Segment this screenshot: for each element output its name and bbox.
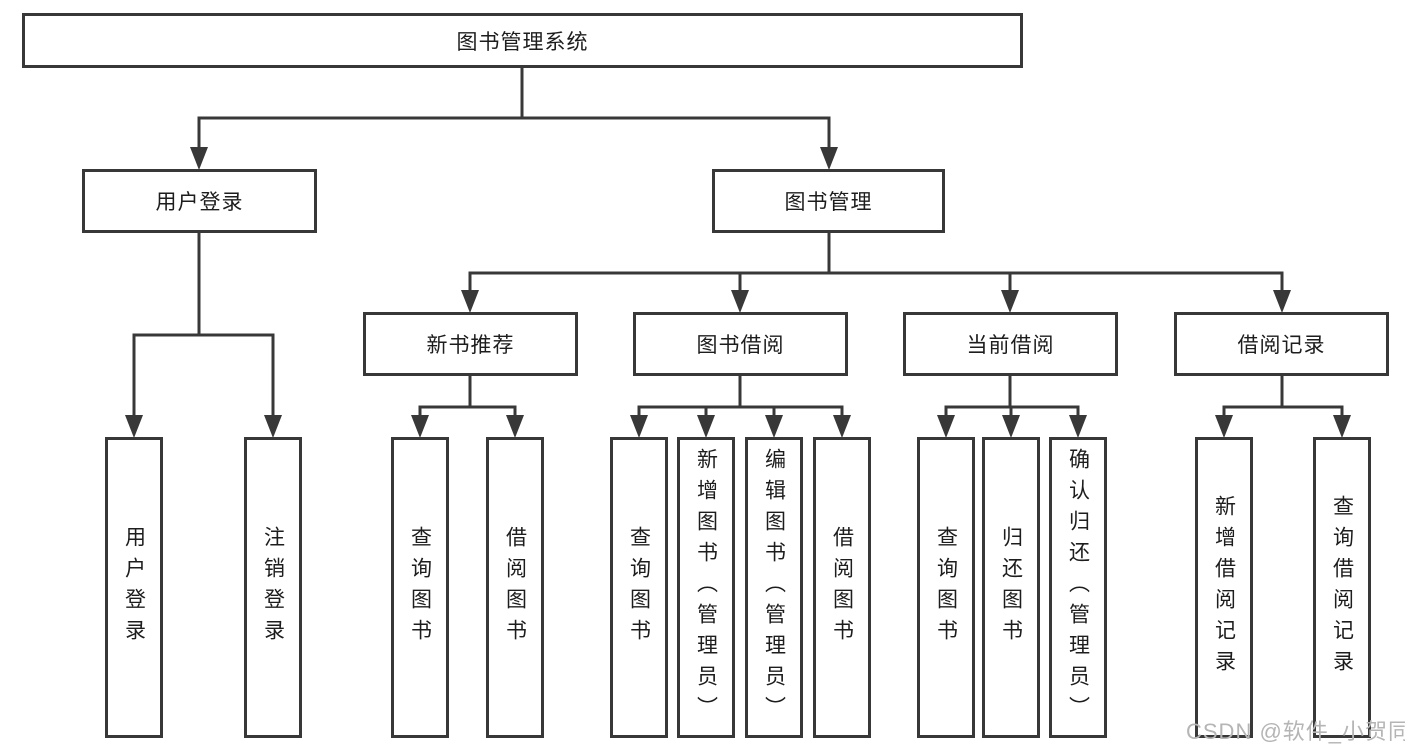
leaf-cb-confirm-return-admin: 确认归还（管理员）: [1049, 437, 1107, 738]
node-label: 图书管理: [784, 191, 873, 214]
node-new-book-recommend: 新书推荐: [363, 312, 578, 376]
node-label: 当前借阅: [966, 334, 1055, 357]
node-label: 用户登录: [155, 191, 244, 214]
leaf-nr-query-books: 查询图书: [391, 437, 449, 738]
node-label: 用户登录: [122, 525, 146, 650]
node-label: 借阅图书: [503, 525, 527, 650]
node-borrow-records: 借阅记录: [1174, 312, 1389, 376]
node-label: 新增图书（管理员）: [694, 448, 718, 727]
leaf-cb-query-books: 查询图书: [917, 437, 975, 738]
arrowheads: [125, 147, 1351, 438]
node-root: 图书管理系统: [22, 13, 1023, 68]
leaf-cb-return-books: 归还图书: [982, 437, 1040, 738]
node-current-borrow: 当前借阅: [903, 312, 1118, 376]
leaf-bb-query-books: 查询图书: [610, 437, 668, 738]
node-label: 查询图书: [934, 525, 958, 650]
node-book-borrow: 图书借阅: [633, 312, 848, 376]
node-label: 注销登录: [261, 525, 285, 650]
leaf-bb-borrow-books: 借阅图书: [813, 437, 871, 738]
node-label: 确认归还（管理员）: [1066, 448, 1090, 727]
leaf-logout: 注销登录: [244, 437, 302, 738]
node-label: 查询借阅记录: [1330, 494, 1354, 681]
node-label: 归还图书: [999, 525, 1023, 650]
leaf-bb-add-books-admin: 新增图书（管理员）: [677, 437, 735, 738]
node-label: 图书管理系统: [456, 30, 589, 54]
leaf-bb-edit-books-admin: 编辑图书（管理员）: [745, 437, 803, 738]
node-label: 新增借阅记录: [1212, 494, 1236, 681]
node-label: 新书推荐: [426, 334, 515, 357]
node-label: 借阅记录: [1237, 334, 1326, 357]
node-label: 借阅图书: [830, 525, 854, 650]
node-label: 查询图书: [408, 525, 432, 650]
node-label: 图书借阅: [696, 334, 785, 357]
leaf-nr-borrow-books: 借阅图书: [486, 437, 544, 738]
leaf-br-add-borrow-record: 新增借阅记录: [1195, 437, 1253, 738]
csdn-watermark: CSDN @软件_小贺同学: [1186, 719, 1405, 744]
leaf-user-login: 用户登录: [105, 437, 163, 738]
node-user-login: 用户登录: [82, 169, 317, 233]
node-book-management: 图书管理: [712, 169, 945, 233]
leaf-br-query-borrow-record: 查询借阅记录: [1313, 437, 1371, 738]
node-label: 编辑图书（管理员）: [762, 448, 786, 727]
node-label: 查询图书: [627, 525, 651, 650]
